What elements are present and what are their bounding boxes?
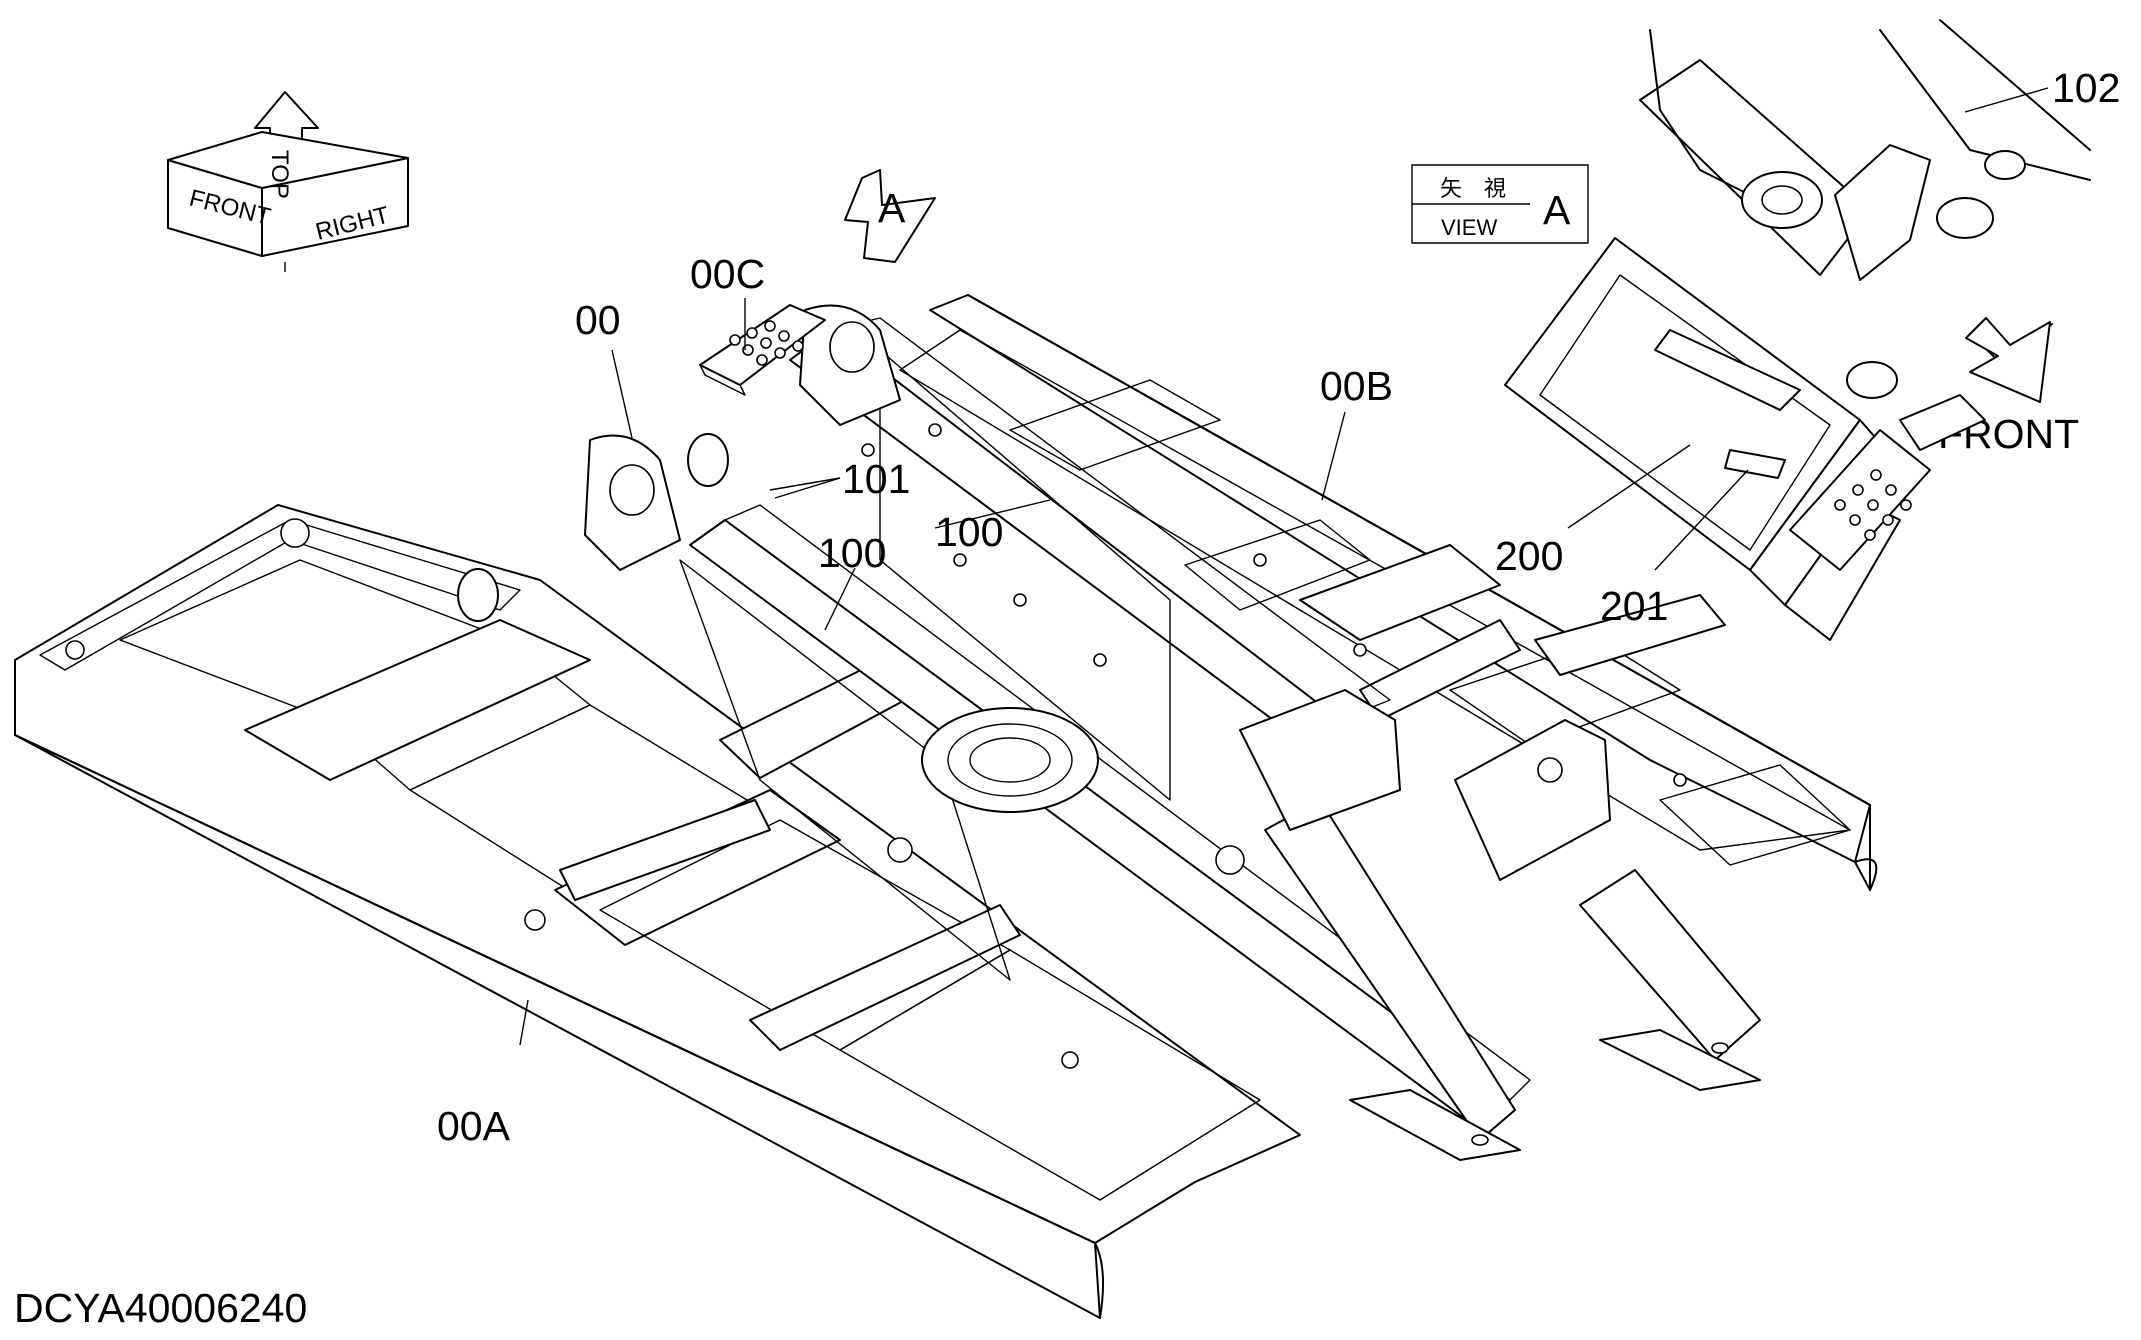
label-part-201: 201 xyxy=(1600,583,1668,629)
label-part-00b: 00B xyxy=(1320,363,1393,409)
view-a-arrow-letter: A xyxy=(878,185,906,231)
part-labels: 00 00C 00B 00A 101 100 100 102 200 201 xyxy=(437,65,2120,1149)
swing-ring xyxy=(921,707,1099,813)
boom-foot xyxy=(457,304,901,622)
view-box-word: VIEW xyxy=(1441,215,1497,240)
label-part-101: 101 xyxy=(842,456,910,502)
label-part-100-b: 100 xyxy=(818,530,886,576)
step-plate xyxy=(699,304,826,396)
label-part-100-a: 100 xyxy=(935,509,1003,555)
front-arrow: FRONT xyxy=(1938,317,2079,457)
bolt-holes xyxy=(861,423,1687,1069)
inset-step-plate xyxy=(1789,429,1931,571)
drawing-id: DCYA40006240 xyxy=(14,1285,307,1331)
view-a-inset xyxy=(1504,19,2091,641)
leader-lines xyxy=(519,87,2049,1046)
view-box-kanji: 矢 視 xyxy=(1440,176,1506,201)
cube-label-top: TOP xyxy=(266,150,293,199)
label-part-00: 00 xyxy=(575,297,621,343)
main-frame-drawing xyxy=(14,294,1878,1319)
left-side-deck xyxy=(14,504,1301,1319)
label-part-00c: 00C xyxy=(690,251,765,297)
label-part-200: 200 xyxy=(1495,533,1563,579)
right-side-deck xyxy=(899,294,1878,891)
view-a-arrow: A xyxy=(844,169,936,263)
view-box-letter: A xyxy=(1543,187,1571,233)
orientation-cube: FRONT TOP RIGHT xyxy=(167,91,409,272)
view-a-box: 矢 視 VIEW A xyxy=(1411,164,1589,244)
front-cross-member xyxy=(1239,689,1761,1161)
label-part-00a: 00A xyxy=(437,1103,511,1149)
label-part-102: 102 xyxy=(2052,65,2120,111)
